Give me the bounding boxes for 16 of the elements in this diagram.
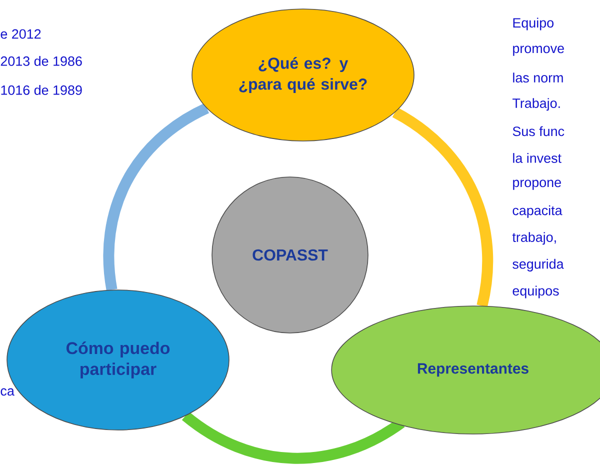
side-text: Sus func: [512, 126, 564, 136]
side-text: segurida: [512, 258, 564, 272]
side-text: 2013 de 1986: [0, 56, 82, 66]
side-text: 1016 de 1989: [1, 85, 82, 95]
side-text: propone: [513, 180, 561, 190]
side-text: trabajo,: [512, 232, 556, 245]
side-text: promove: [513, 46, 564, 56]
ring-arc: [392, 108, 494, 307]
ring-arc: [182, 411, 405, 464]
side-text: la invest: [513, 153, 562, 163]
side-text: capacita: [512, 205, 562, 218]
side-text: Equipo: [513, 18, 554, 30]
ring-arc: [103, 103, 210, 291]
side-text: Trabajo.: [512, 98, 560, 111]
side-text: las norm: [513, 72, 563, 83]
side-text: e 2012: [0, 29, 41, 39]
